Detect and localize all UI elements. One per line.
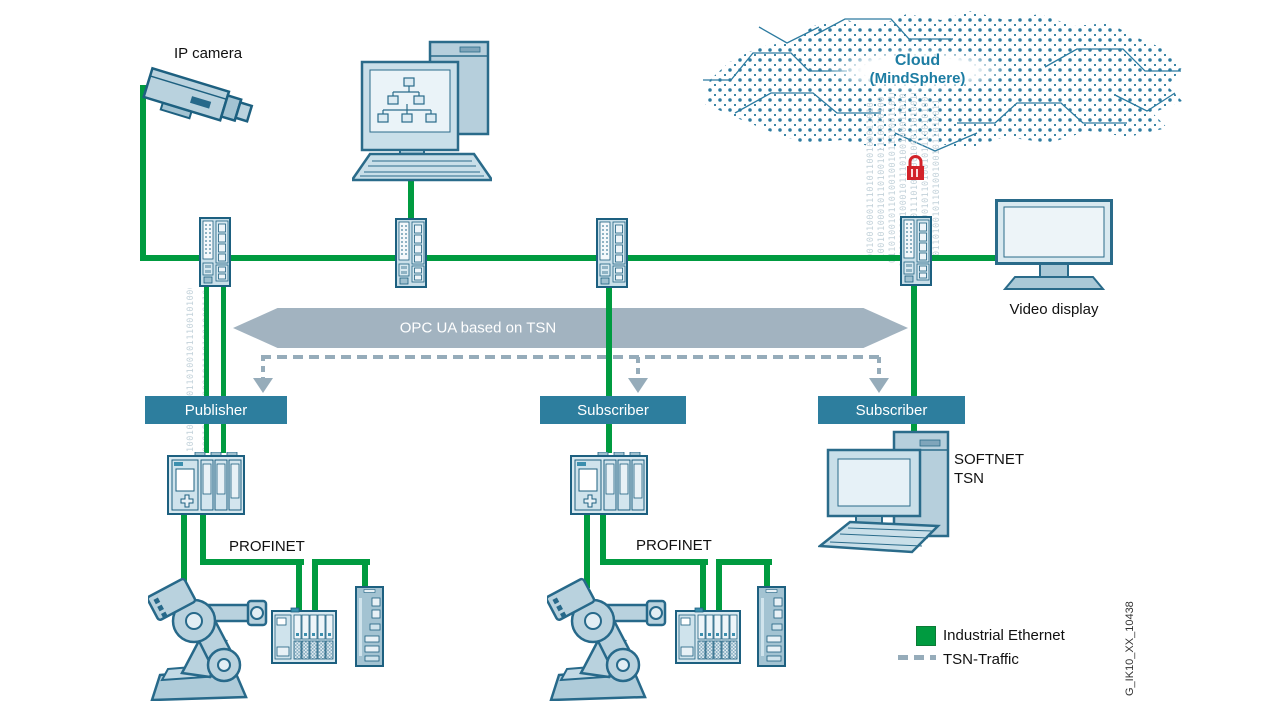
ethernet-switch-icon [596, 218, 628, 288]
publisher-box: Publisher [145, 396, 287, 424]
binary-stream: 1001010001011010010111001010001101001011 [186, 288, 196, 452]
ethernet-line-subscriber2-pc [911, 424, 917, 436]
ethernet-trunk-line [140, 255, 1002, 261]
binary-stream: 0110100101101001001011010011010010110100 [932, 101, 942, 256]
drive-icon [757, 586, 786, 667]
subscriber-box-right: Subscriber [818, 396, 965, 424]
profinet-line1-h2 [312, 559, 370, 565]
ethernet-line-engineering-pc [408, 166, 414, 222]
opc-ua-tsn-arrow-label: OPC UA based on TSN [399, 319, 557, 337]
profinet-line1-drop-drive [362, 565, 368, 591]
softnet-tsn-label: SOFTNET TSN [954, 450, 1024, 488]
security-lock-icon [905, 154, 926, 182]
legend-tsn-swatch [898, 655, 936, 660]
ethernet-line-subscriber1-plc2 [606, 424, 612, 453]
figure-code: G_IK10_XX_10438 [1124, 601, 1136, 696]
profinet-line2-drop-drive [764, 565, 770, 591]
tsn-arrowhead-icon [253, 378, 273, 393]
cloud-label: Cloud (MindSphere) [825, 48, 1010, 92]
ethernet-switch-icon [395, 218, 427, 288]
profinet-line2-drop-io [700, 565, 706, 611]
tsn-dashed-drop-subscriber-mid [636, 357, 640, 379]
profinet-line2-drop-io2 [716, 565, 722, 611]
softnet-tsn-label-line1: SOFTNET [954, 451, 1024, 468]
drive-icon [355, 586, 384, 667]
ethernet-line-switch1-a [204, 283, 209, 453]
softnet-pc-icon [818, 430, 958, 554]
legend-ethernet-label: Industrial Ethernet [943, 627, 1065, 644]
ip-camera-label: IP camera [174, 45, 243, 62]
tsn-arrowhead-icon [869, 378, 889, 393]
profinet-label-left: PROFINET [229, 538, 305, 555]
engineering-pc-icon [352, 40, 492, 182]
tsn-dashed-drop-subscriber-right [877, 357, 881, 379]
ethernet-line-switch1-b [221, 283, 226, 453]
io-module-icon [271, 607, 337, 667]
binary-stream: 1001010001011010010111001010001101001011 [877, 96, 887, 259]
cloud-label-line2: (MindSphere) [869, 70, 966, 87]
profinet-line1-h1 [200, 559, 304, 565]
plc-controller-icon [570, 452, 648, 516]
legend-tsn-label: TSN-Traffic [943, 651, 1019, 668]
ip-camera-icon [142, 58, 268, 136]
binary-stream: 0010010001110101100100011010010111010010 [866, 103, 876, 259]
tsn-dashed-drop-publisher [261, 355, 265, 379]
legend-ethernet-swatch [916, 626, 936, 646]
ethernet-line-switch3-down [606, 285, 612, 396]
ethernet-line-plc1-robot [181, 514, 187, 588]
tsn-dashed-line [261, 355, 882, 359]
ethernet-line-plc2-robot [584, 514, 590, 588]
ethernet-switch-icon [199, 217, 231, 287]
robot-arm-icon [547, 577, 667, 701]
profinet-line2-h1 [600, 559, 708, 565]
robot-arm-icon [148, 577, 268, 701]
ethernet-switch-icon [900, 216, 932, 286]
subscriber-box-mid: Subscriber [540, 396, 686, 424]
ethernet-line-plc1-down [200, 514, 206, 565]
opc-ua-tsn-arrow: OPC UA based on TSN [233, 308, 908, 348]
io-module-icon [675, 607, 741, 667]
binary-stream: 0110100101101001001011010011010010110100 [888, 93, 898, 263]
plc-controller-icon [167, 452, 245, 516]
profinet-line2-h2 [716, 559, 772, 565]
ethernet-line-plc2-down [600, 514, 606, 565]
profinet-line1-drop-io2 [312, 565, 318, 611]
ethernet-line-left-vertical [140, 85, 146, 261]
video-display-icon [995, 199, 1113, 291]
ethernet-line-switch4-down [911, 283, 917, 396]
profinet-label-mid: PROFINET [636, 537, 712, 554]
video-display-label: Video display [1009, 301, 1099, 318]
tsn-arrowhead-icon [628, 378, 648, 393]
profinet-line1-drop-io [296, 565, 302, 611]
softnet-tsn-label-line2: TSN [954, 470, 984, 487]
cloud-label-line1: Cloud [894, 52, 941, 69]
cloud-circuit-traces [703, 18, 1181, 152]
